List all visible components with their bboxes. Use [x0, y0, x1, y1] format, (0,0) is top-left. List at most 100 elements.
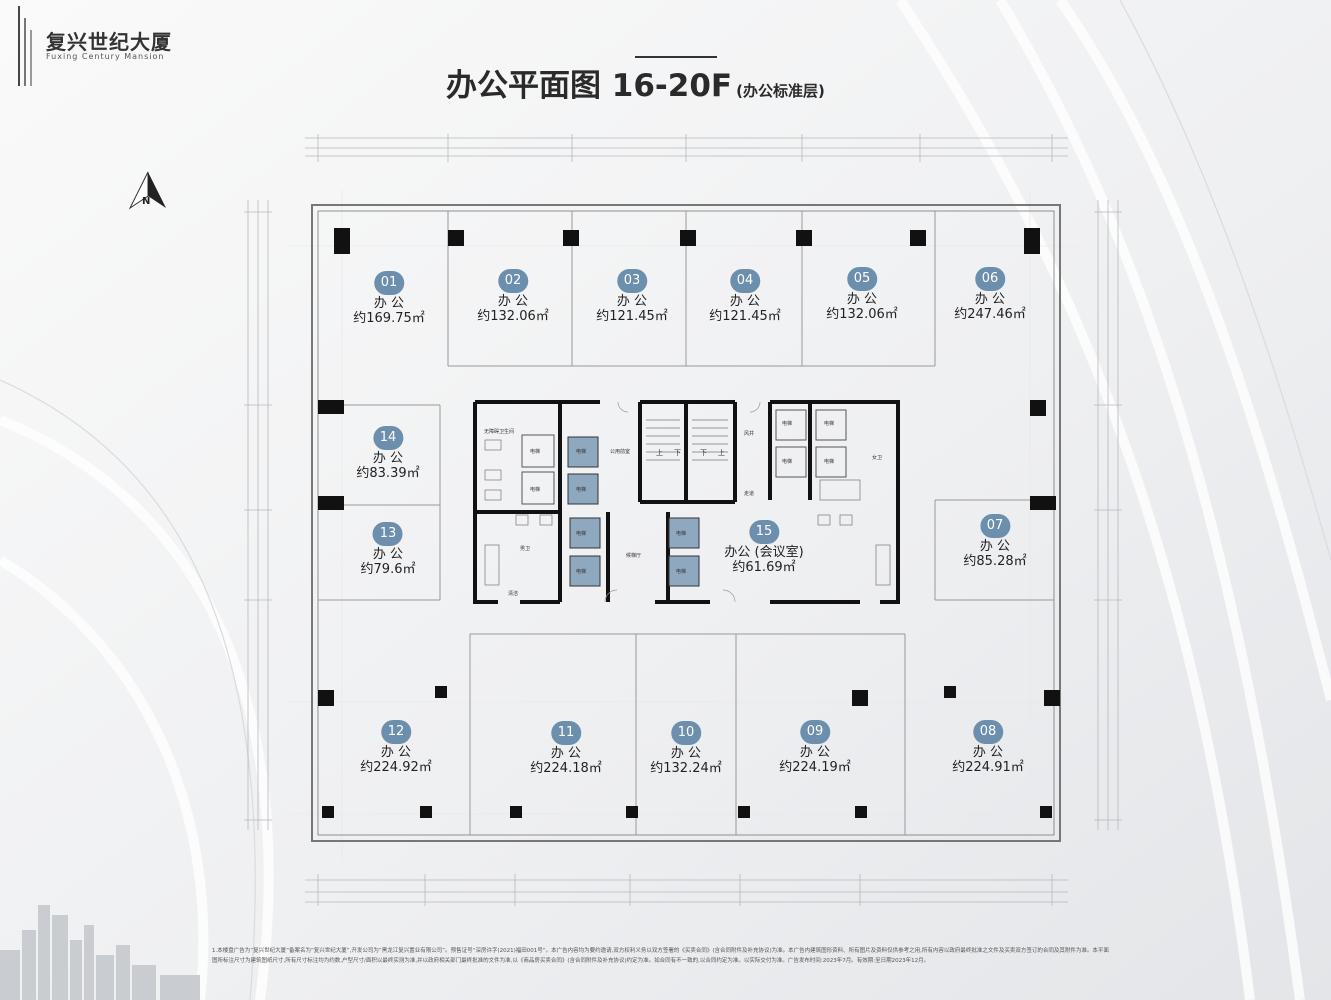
unit-number-badge: 10 — [671, 721, 701, 745]
unit-number-badge: 15 — [749, 520, 779, 544]
unit-type: 办公 (会议室) — [724, 545, 804, 560]
unit-number-badge: 12 — [381, 720, 411, 744]
unit-number-badge: 06 — [975, 267, 1005, 291]
unit-number-badge: 14 — [373, 426, 403, 450]
unit-area: 约85.28㎡ — [963, 553, 1027, 569]
unit-label-04: 04 办 公 约121.45㎡ — [709, 269, 781, 325]
label-female-wc: 女卫 — [872, 455, 883, 461]
label-stair-up: 上 — [656, 449, 663, 457]
wc-fixtures — [484, 439, 891, 586]
unit-area: 约79.6㎡ — [360, 561, 416, 577]
dimension-ticks — [244, 134, 1122, 906]
unit-label-05: 05 办 公 约132.06㎡ — [826, 267, 898, 323]
unit-number-badge: 05 — [847, 267, 877, 291]
unit-area: 约224.91㎡ — [952, 759, 1024, 775]
title-accent-line — [635, 56, 717, 58]
unit-type: 办 公 — [729, 294, 761, 309]
label-shaft: 风井 — [744, 431, 755, 437]
unit-number-badge: 09 — [800, 720, 830, 744]
unit-area: 约121.45㎡ — [709, 308, 781, 324]
unit-number-badge: 11 — [551, 721, 581, 745]
elevator-cars — [567, 436, 700, 587]
unit-label-10: 10 办 公 约132.24㎡ — [650, 721, 722, 777]
unit-area: 约224.92㎡ — [360, 759, 432, 775]
label-shared-corridor: 公用前室 — [610, 449, 631, 455]
unit-number-badge: 02 — [498, 269, 528, 293]
unit-type: 办 公 — [799, 745, 831, 760]
unit-label-07: 07 办 公 约85.28㎡ — [963, 514, 1027, 570]
unit-area: 约169.75㎡ — [353, 310, 425, 326]
unit-type: 办 公 — [372, 547, 404, 562]
label-elevator: 电梯 — [676, 531, 687, 537]
unit-area: 约132.24㎡ — [650, 760, 722, 776]
label-elevator: 电梯 — [782, 421, 793, 427]
stairs — [646, 419, 728, 461]
label-elevator: 电梯 — [824, 459, 835, 465]
unit-label-14: 14 办 公 约83.39㎡ — [356, 426, 420, 482]
unit-area: 约61.69㎡ — [732, 559, 796, 575]
unit-label-09: 09 办 公 约224.19㎡ — [779, 720, 851, 776]
logo-mark-bar — [30, 30, 32, 86]
title-main: 办公平面图 16-20F — [446, 68, 733, 104]
unit-number-badge: 08 — [973, 720, 1003, 744]
label-corridor: 走道 — [744, 491, 755, 497]
unit-area: 约224.19㎡ — [779, 759, 851, 775]
unit-type: 办 公 — [616, 294, 648, 309]
unit-number-badge: 03 — [617, 269, 647, 293]
unit-type: 办 公 — [373, 296, 405, 311]
unit-label-12: 12 办 公 约224.92㎡ — [360, 720, 432, 776]
unit-label-15: 15 办公 (会议室) 约61.69㎡ — [724, 520, 804, 576]
unit-number-badge: 01 — [374, 271, 404, 295]
label-accessible-wc: 无障碍卫生间 — [484, 429, 515, 435]
unit-area: 约224.18㎡ — [530, 760, 602, 776]
label-male-wc: 男卫 — [520, 546, 531, 552]
unit-label-03: 03 办 公 约121.45㎡ — [596, 269, 668, 325]
unit-type: 办 公 — [846, 292, 878, 307]
unit-label-01: 01 办 公 约169.75㎡ — [353, 271, 425, 327]
unit-type: 办 公 — [972, 745, 1004, 760]
unit-label-08: 08 办 公 约224.91㎡ — [952, 720, 1024, 776]
label-stair-down: 下 — [674, 449, 681, 457]
page-title: 办公平面图 16-20F(办公标准层) — [446, 60, 825, 105]
label-stair-down: 下 — [700, 449, 707, 457]
label-elevator: 电梯 — [576, 487, 587, 493]
logo-mark-bar — [24, 18, 26, 86]
dimension-lines — [247, 137, 1119, 903]
unit-type: 办 公 — [670, 746, 702, 761]
title-sub: (办公标准层) — [736, 82, 825, 100]
unit-label-13: 13 办 公 约79.6㎡ — [360, 522, 416, 578]
unit-type: 办 公 — [380, 745, 412, 760]
unit-label-11: 11 办 公 约224.18㎡ — [530, 721, 602, 777]
label-elevator: 电梯 — [782, 459, 793, 465]
label-lobby: 候梯厅 — [626, 553, 642, 559]
unit-number-badge: 04 — [730, 269, 760, 293]
label-elevator: 电梯 — [576, 569, 587, 575]
label-elevator: 电梯 — [824, 421, 835, 427]
label-elevator: 电梯 — [530, 449, 541, 455]
brand-name-en: Fuxing Century Mansion — [46, 52, 165, 61]
unit-type: 办 公 — [550, 746, 582, 761]
label-stair-up: 上 — [718, 449, 725, 457]
unit-type: 办 公 — [979, 539, 1011, 554]
doors — [604, 401, 761, 603]
structural-columns — [318, 228, 1060, 818]
label-elevator: 电梯 — [576, 449, 587, 455]
unit-type: 办 公 — [372, 451, 404, 466]
label-elevator: 电梯 — [530, 487, 541, 493]
label-elevator: 电梯 — [676, 569, 687, 575]
unit-number-badge: 13 — [372, 522, 403, 546]
label-elevator: 电梯 — [576, 531, 587, 537]
unit-area: 约132.06㎡ — [826, 306, 898, 322]
unit-type: 办 公 — [974, 292, 1006, 307]
compass-icon — [128, 171, 166, 210]
core-walls — [473, 400, 900, 604]
unit-area: 约83.39㎡ — [356, 465, 420, 481]
unit-area: 约247.46㎡ — [954, 306, 1026, 322]
logo-mark-bar — [18, 6, 20, 86]
unit-label-02: 02 办 公 约132.06㎡ — [477, 269, 549, 325]
unit-area: 约132.06㎡ — [477, 308, 549, 324]
label-cleaning: 清洁 — [508, 591, 519, 597]
brand-name-cn: 复兴世纪大厦 — [46, 30, 172, 54]
compass-label: N — [142, 196, 151, 207]
